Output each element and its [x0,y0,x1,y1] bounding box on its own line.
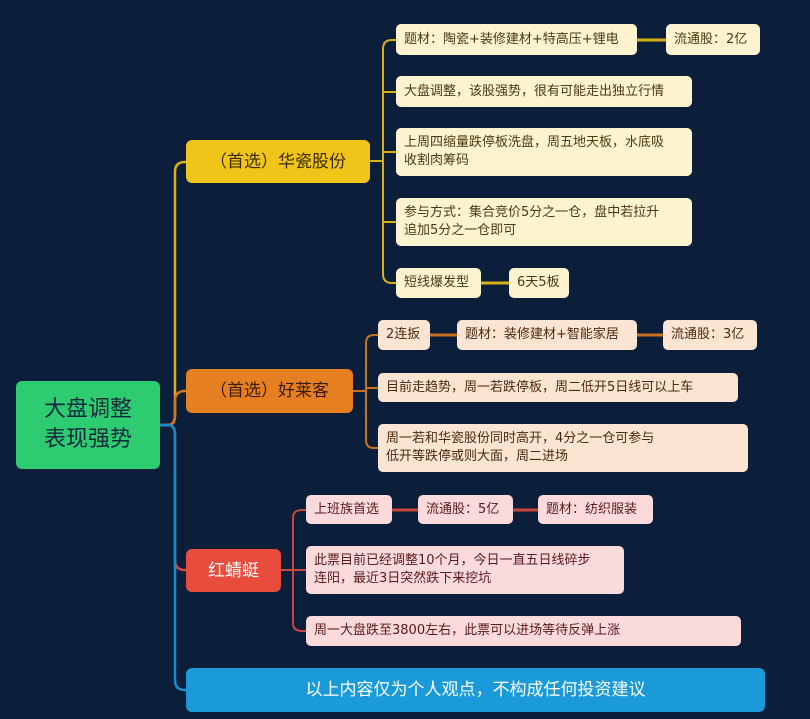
hqt-float-shares[interactable]: 流通股：5亿 [418,495,513,524]
huaci-boards[interactable]: 6天5板 [509,268,569,298]
haolaike-boards[interactable]: 2连扳 [378,320,430,350]
hqt-note-adjust[interactable]: 此票目前已经调整10个月，今日一直五日线碎步 连阳，最近3日突然跌下来挖坑 [306,546,624,594]
haolaike-float-shares[interactable]: 流通股：3亿 [663,320,757,350]
huaci-note-strong[interactable]: 大盘调整，该股强势，很有可能走出独立行情 [396,76,692,107]
haolaike-note-trend[interactable]: 目前走趋势，周一若跌停板，周二低开5日线可以上车 [378,373,738,402]
hqt-note-entry[interactable]: 周一大盘跌至3800左右，此票可以进场等待反弹上涨 [306,616,741,646]
hqt-office-pick[interactable]: 上班族首选 [306,495,392,524]
huaci-note-last-week[interactable]: 上周四缩量跌停板洗盘，周五地天板，水底吸 收割肉筹码 [396,128,692,176]
branch-hongqingting[interactable]: 红蜻蜓 [186,549,281,592]
huaci-note-participation[interactable]: 参与方式：集合竞价5分之一仓，盘中若拉升 追加5分之一仓即可 [396,198,692,246]
huaci-type[interactable]: 短线爆发型 [396,268,481,298]
haolaike-note-monday[interactable]: 周一若和华瓷股份同时高开，4分之一仓可参与 低开等跌停或则大面，周二进场 [378,424,748,472]
huaci-theme[interactable]: 题材：陶瓷+装修建材+特高压+锂电 [396,24,637,55]
disclaimer-footer: 以上内容仅为个人观点，不构成任何投资建议 [186,668,765,712]
branch-huaci[interactable]: （首选）华瓷股份 [186,140,370,183]
root-node[interactable]: 大盘调整 表现强势 [16,381,160,469]
haolaike-theme[interactable]: 题材：装修建材+智能家居 [457,320,637,350]
hqt-theme[interactable]: 题材：纺织服装 [538,495,653,524]
branch-haolaike[interactable]: （首选）好莱客 [186,369,353,413]
huaci-float-shares[interactable]: 流通股：2亿 [666,24,760,55]
